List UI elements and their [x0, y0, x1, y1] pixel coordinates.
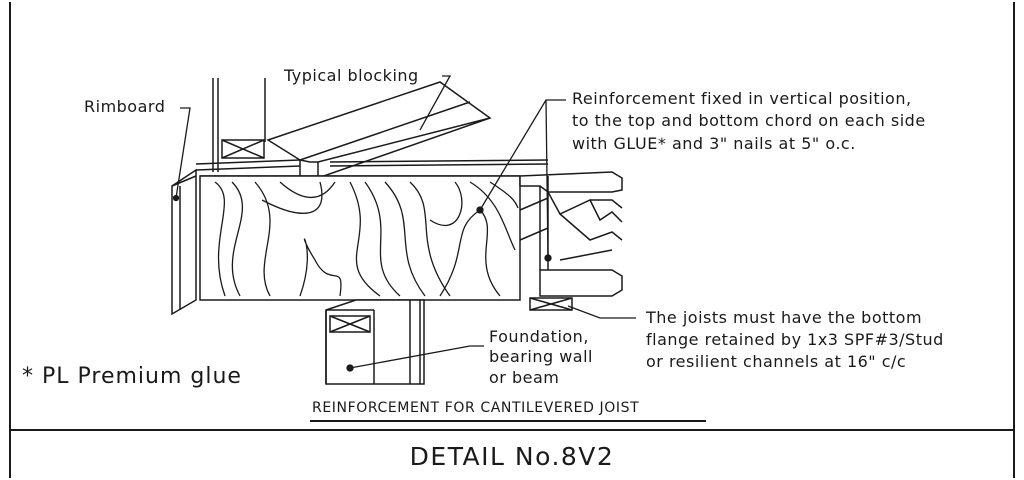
reinforcement-panel	[199, 175, 521, 301]
detail-label: DETAIL No.8V2	[410, 442, 615, 471]
drawing-title: REINFORCEMENT FOR CANTILEVERED JOIST	[312, 400, 639, 416]
typical-blocking	[266, 81, 492, 179]
reinforcement-label-line-1: Reinforcement fixed in vertical position…	[572, 89, 912, 108]
typical-blocking-label: Typical blocking	[283, 66, 419, 85]
rimboard-label: Rimboard	[84, 97, 165, 116]
i-joist	[519, 171, 623, 297]
upper-wall	[212, 78, 266, 172]
joists-label-line-3: or resilient channels at 16" c/c	[646, 352, 906, 371]
subfloor	[195, 159, 549, 177]
leader-lines	[172, 75, 636, 372]
rimboard	[171, 168, 197, 316]
foundation-label-line-2: bearing wall	[489, 347, 593, 366]
sheet-border	[9, 2, 1015, 478]
bottom-strapping	[529, 297, 573, 311]
reinforcement-label-line-3: with GLUE* and 3" nails at 5" o.c.	[572, 134, 856, 153]
foundation-label-line-1: Foundation,	[489, 327, 589, 346]
joists-label-line-1: The joists must have the bottom	[645, 308, 922, 327]
reinforcement-label-line-2: to the top and bottom chord on each side	[572, 111, 926, 130]
joists-label-line-2: flange retained by 1x3 SPF#3/Stud	[646, 330, 944, 349]
footnote-glue: * PL Premium glue	[22, 364, 242, 389]
foundation-wall	[325, 299, 425, 385]
foundation-label-line-3: or beam	[489, 368, 559, 387]
